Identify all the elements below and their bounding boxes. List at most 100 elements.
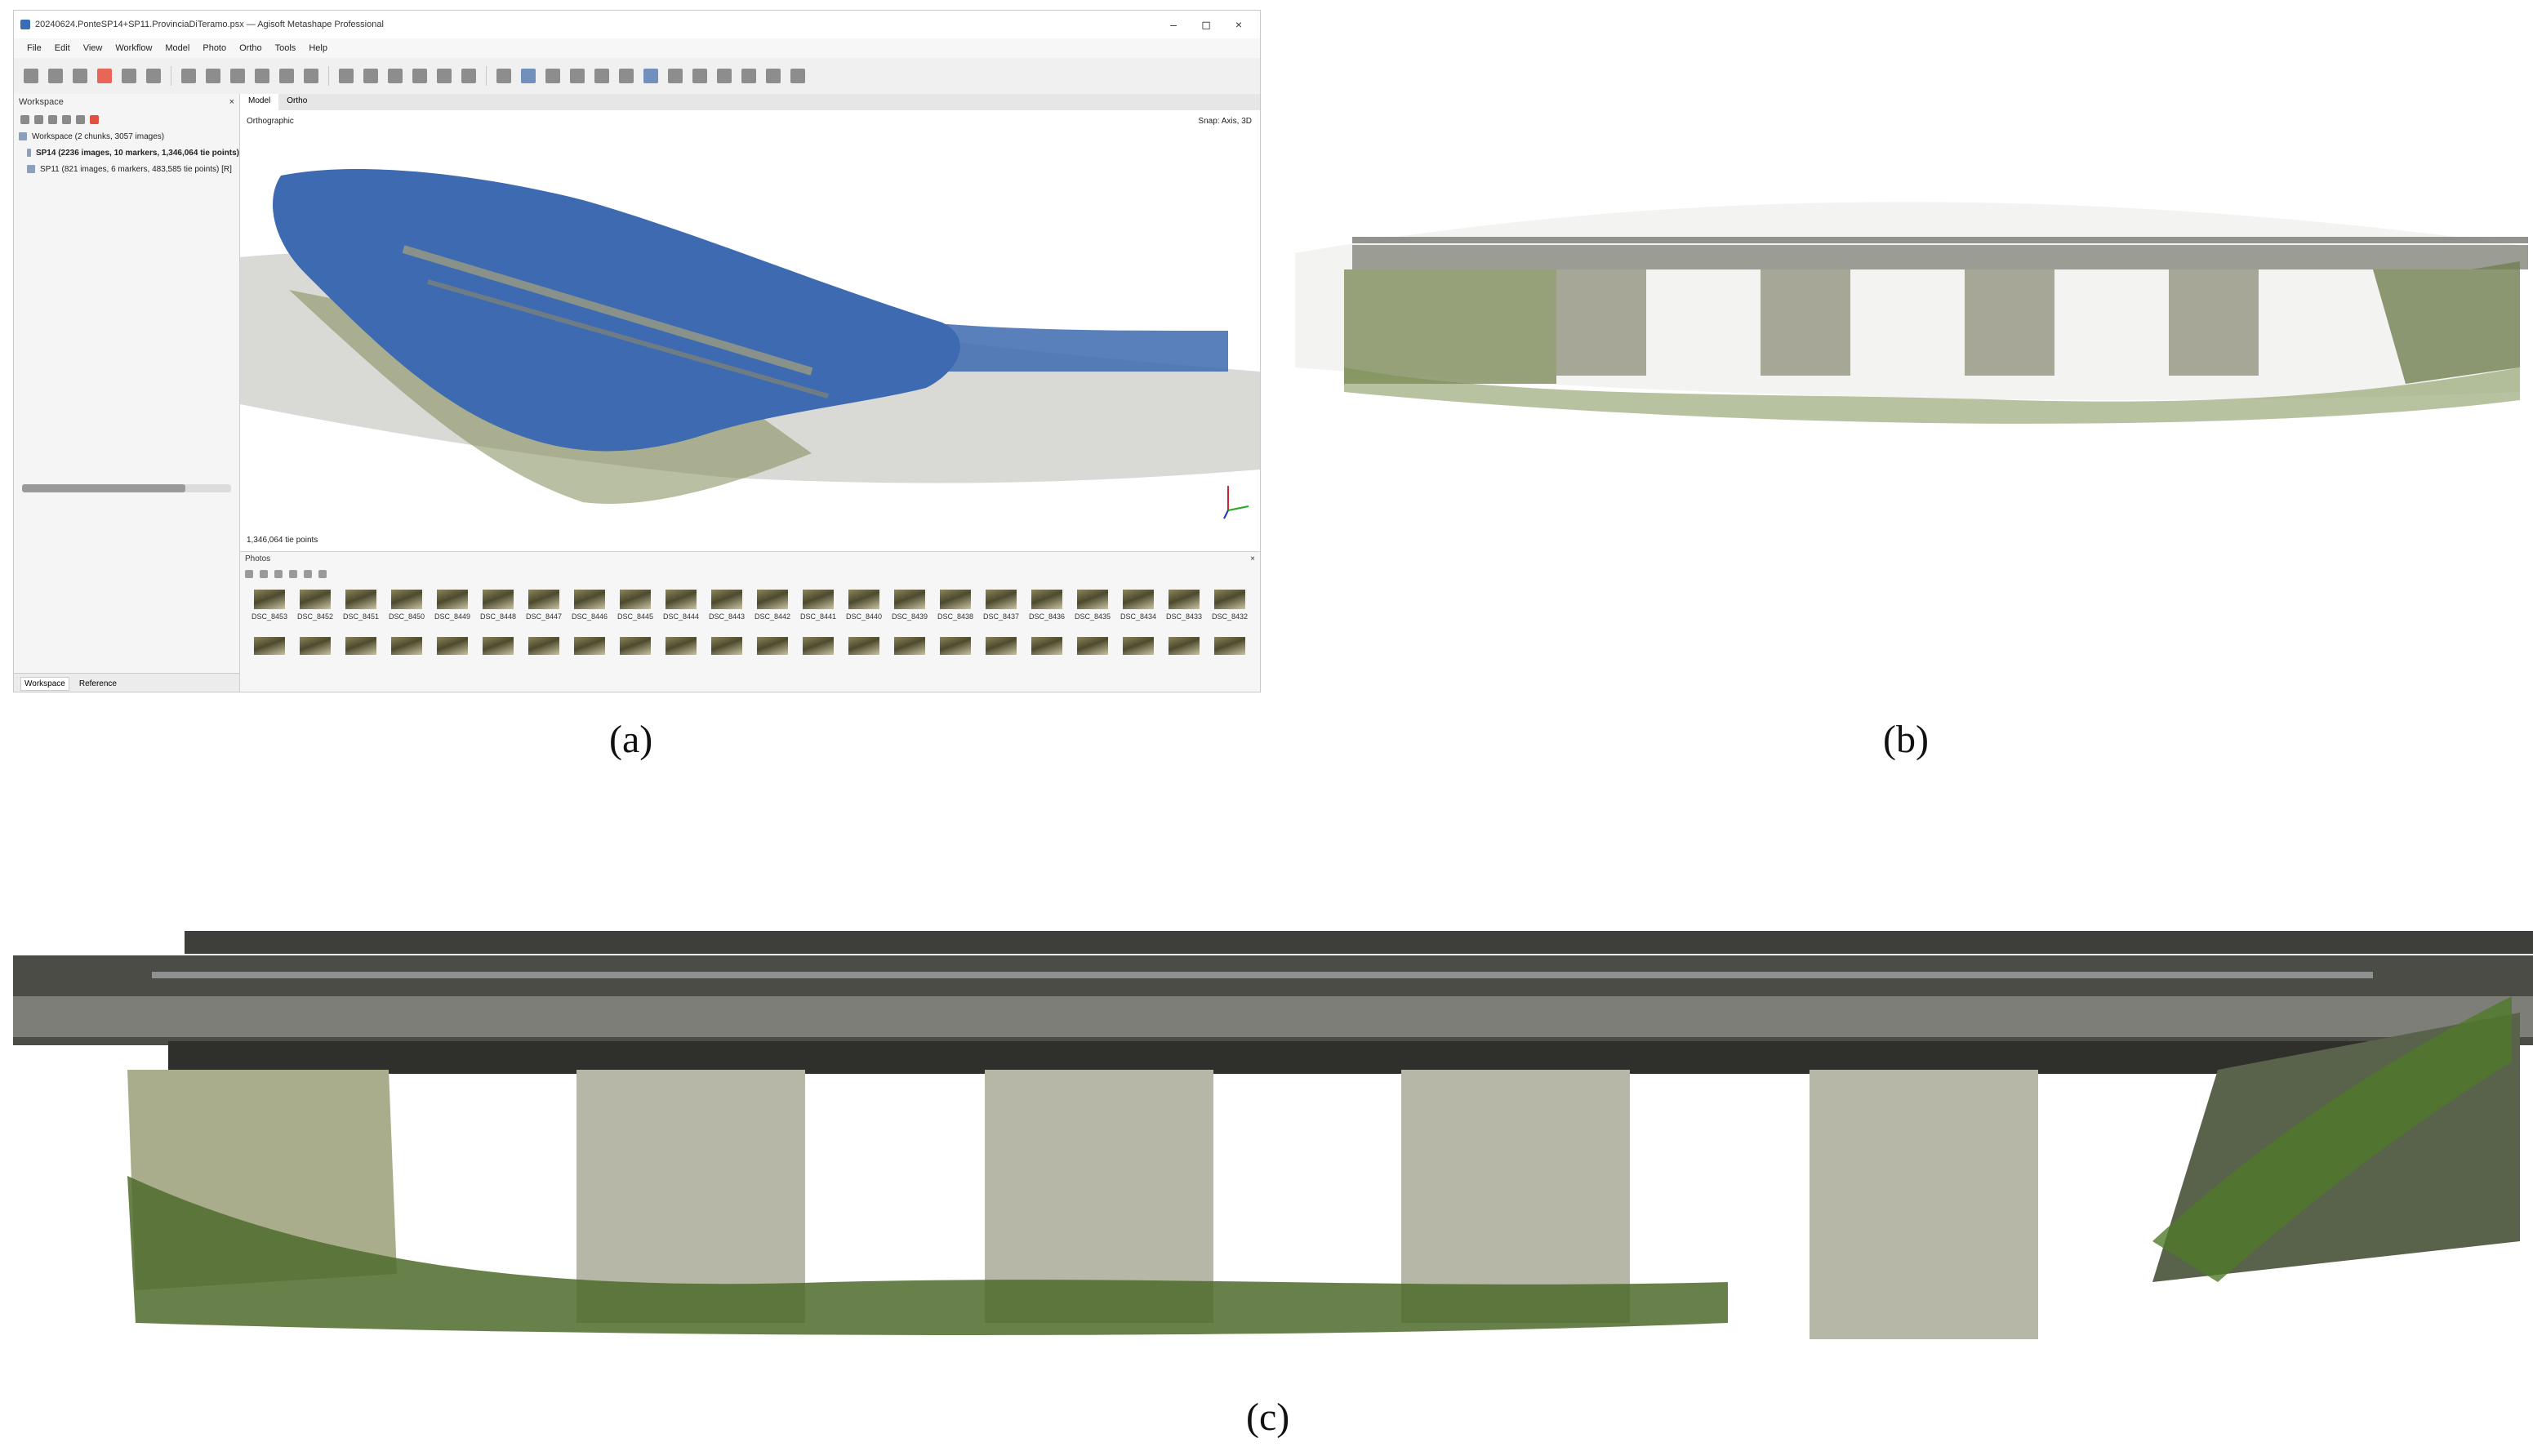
flag-icon[interactable] [741,69,756,83]
rotate-region-icon[interactable] [255,69,269,83]
menu-view[interactable]: View [82,43,103,53]
undo-icon[interactable] [122,69,136,83]
menu-file[interactable]: File [27,43,42,53]
shading-icon[interactable] [619,69,634,83]
photo-thumbnail[interactable]: DSC_8439 [887,581,933,621]
menu-help[interactable]: Help [309,43,327,53]
photo-thumbnail[interactable] [612,621,658,655]
open-icon[interactable] [48,69,63,83]
photo-thumbnail[interactable] [430,621,475,655]
photo-thumbnail[interactable]: DSC_8450 [384,581,430,621]
photo-thumbnail[interactable] [567,621,612,655]
minimize-button[interactable]: – [1170,18,1177,31]
maximize-button[interactable]: ◻ [1201,17,1211,31]
horizontal-scrollbar[interactable] [22,484,231,492]
add-chunk-icon[interactable] [20,114,29,124]
mesh-icon[interactable] [545,69,560,83]
photo-thumbnail[interactable]: DSC_8442 [750,581,795,621]
model-viewport[interactable]: Model Ortho Orthographic Snap: Axis, 3D … [240,94,1260,551]
photo-thumbnail[interactable]: DSC_8453 [247,581,292,621]
photo-thumbnail[interactable] [750,621,795,655]
photo-thumbnail[interactable]: DSC_8451 [338,581,384,621]
menu-workflow[interactable]: Workflow [115,43,153,53]
view-mode-icon[interactable] [318,570,327,578]
photo-thumbnail[interactable] [521,621,567,655]
photo-thumbnail[interactable]: DSC_8445 [612,581,658,621]
record-icon[interactable] [97,69,112,83]
camera-icon[interactable] [643,69,658,83]
photo-thumbnail[interactable] [887,621,933,655]
photo-thumbnail[interactable] [1207,621,1253,655]
photo-thumbnail[interactable] [1115,621,1161,655]
remove-photos-icon[interactable] [260,570,268,578]
redo-icon[interactable] [146,69,161,83]
enable-icon[interactable] [289,570,297,578]
photo-thumbnail[interactable]: DSC_8447 [521,581,567,621]
tree-chunk-sp11[interactable]: SP11 (821 images, 6 markers, 483,585 tie… [19,161,239,177]
photo-thumbnail[interactable]: DSC_8432 [1207,581,1253,621]
photo-thumbnail[interactable]: DSC_8438 [933,581,978,621]
reset-view-icon[interactable] [437,69,452,83]
remove-icon[interactable] [62,114,71,124]
photo-thumbnail[interactable] [933,621,978,655]
photo-thumbnail[interactable]: DSC_8440 [841,581,887,621]
close-icon[interactable]: × [229,97,234,107]
photo-thumbnail[interactable]: DSC_8436 [1024,581,1070,621]
rectangle-select-icon[interactable] [206,69,220,83]
photo-thumbnail[interactable] [384,621,430,655]
close-icon[interactable]: × [1250,554,1255,563]
tiled-model-icon[interactable] [594,69,609,83]
shapes-icon[interactable] [692,69,707,83]
photo-thumbnail[interactable] [795,621,841,655]
new-icon[interactable] [24,69,38,83]
photo-thumbnail[interactable] [658,621,704,655]
navigation-icon[interactable] [181,69,196,83]
layers-icon[interactable] [790,69,805,83]
texture-icon[interactable] [570,69,585,83]
photo-thumbnail[interactable] [475,621,521,655]
delete-selection-icon[interactable] [339,69,354,83]
grid-icon[interactable] [461,69,476,83]
photo-thumbnail[interactable] [1070,621,1115,655]
zoom-out-icon[interactable] [412,69,427,83]
close-button[interactable]: × [1235,18,1243,31]
tree-chunk-sp14[interactable]: SP14 (2236 images, 10 markers, 1,346,064… [19,145,239,161]
dense-cloud-icon[interactable] [521,69,536,83]
draw-polyline-icon[interactable] [304,69,318,83]
photo-thumbnail[interactable] [1024,621,1070,655]
markers-icon[interactable] [668,69,683,83]
menu-model[interactable]: Model [165,43,190,53]
region-icon[interactable] [717,69,732,83]
add-photos-icon[interactable] [34,114,43,124]
photo-thumbnail[interactable]: DSC_8444 [658,581,704,621]
crop-icon[interactable] [363,69,378,83]
tree-root[interactable]: Workspace (2 chunks, 3057 images) [19,128,239,145]
save-icon[interactable] [73,69,87,83]
merge-icon[interactable] [90,114,99,124]
ruler-icon[interactable] [279,69,294,83]
photo-thumbnail[interactable]: DSC_8435 [1070,581,1115,621]
tab-workspace[interactable]: Workspace [20,676,69,691]
photo-thumbnail[interactable] [841,621,887,655]
scrollbar-thumb[interactable] [22,484,185,492]
move-region-icon[interactable] [230,69,245,83]
tab-model[interactable]: Model [240,94,279,110]
photo-thumbnail[interactable] [978,621,1024,655]
disable-icon[interactable] [304,570,312,578]
tab-reference[interactable]: Reference [78,679,117,688]
photo-thumbnail[interactable]: DSC_8452 [292,581,338,621]
photo-thumbnail[interactable] [1161,621,1207,655]
menu-tools[interactable]: Tools [274,43,296,53]
photo-thumbnail[interactable]: DSC_8448 [475,581,521,621]
photo-thumbnail[interactable]: DSC_8434 [1115,581,1161,621]
add-photos-icon[interactable] [245,570,253,578]
photo-thumbnail[interactable]: DSC_8446 [567,581,612,621]
photo-thumbnail[interactable]: DSC_8449 [430,581,475,621]
menu-ortho[interactable]: Ortho [239,43,262,53]
photo-thumbnail[interactable]: DSC_8437 [978,581,1024,621]
menu-photo[interactable]: Photo [203,43,227,53]
tab-ortho[interactable]: Ortho [287,96,308,105]
batch-process-icon[interactable] [76,114,85,124]
photo-thumbnail[interactable] [704,621,750,655]
zoom-in-icon[interactable] [388,69,403,83]
